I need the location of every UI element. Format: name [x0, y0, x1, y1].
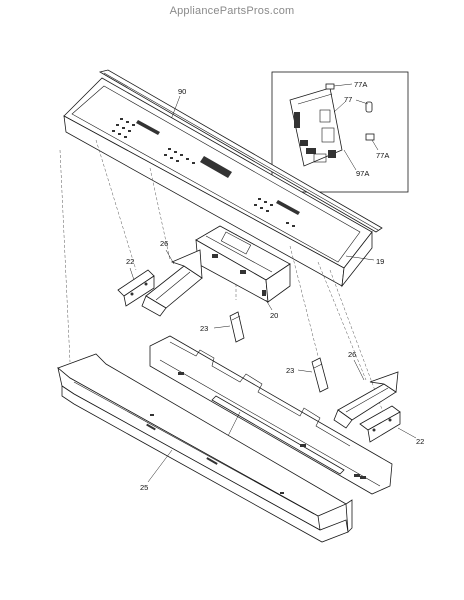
site-watermark: AppliancePartsPros.com — [169, 5, 295, 17]
keypad-right — [254, 198, 300, 227]
callout-25: 25 — [140, 483, 148, 492]
callout-90: 90 — [178, 87, 186, 96]
keypad-center — [164, 148, 232, 178]
back-bracket-24[interactable] — [149, 335, 393, 495]
control-panel-19[interactable] — [63, 77, 373, 288]
callout-23-left: 23 — [200, 324, 208, 333]
bracket-22-left[interactable] — [117, 269, 155, 307]
keypad-left — [112, 118, 160, 138]
lower-trim-25[interactable] — [57, 353, 366, 543]
callout-19: 19 — [376, 257, 384, 266]
inset-detail: 77A 77 77A 97A — [271, 71, 409, 193]
bracket-22-right[interactable] — [359, 405, 401, 443]
fuse-77a-top[interactable] — [325, 83, 353, 90]
fuse-77[interactable] — [355, 99, 373, 113]
callout-77: 77 — [344, 95, 352, 104]
callout-23-right: 23 — [286, 366, 294, 375]
callout-20: 20 — [270, 311, 278, 320]
clip-23-left[interactable] — [229, 311, 245, 343]
callout-77a-right: 77A — [376, 151, 389, 160]
bracket-26-right[interactable] — [333, 371, 399, 429]
bracket-26-left[interactable] — [141, 249, 203, 317]
callout-77a-top: 77A — [354, 80, 367, 89]
callout-22-right: 22 — [416, 437, 424, 446]
inset-control-board[interactable] — [289, 87, 343, 167]
callout-97a: 97A — [356, 169, 369, 178]
callout-22-left: 22 — [126, 257, 134, 266]
electronic-control-20[interactable] — [195, 225, 291, 303]
fuse-77a-right[interactable] — [365, 133, 379, 151]
clip-23-right[interactable] — [311, 357, 329, 393]
trim-strip-90[interactable] — [98, 69, 383, 233]
callout-26-left: 26 — [160, 239, 168, 248]
callout-26-right: 26 — [348, 350, 356, 359]
